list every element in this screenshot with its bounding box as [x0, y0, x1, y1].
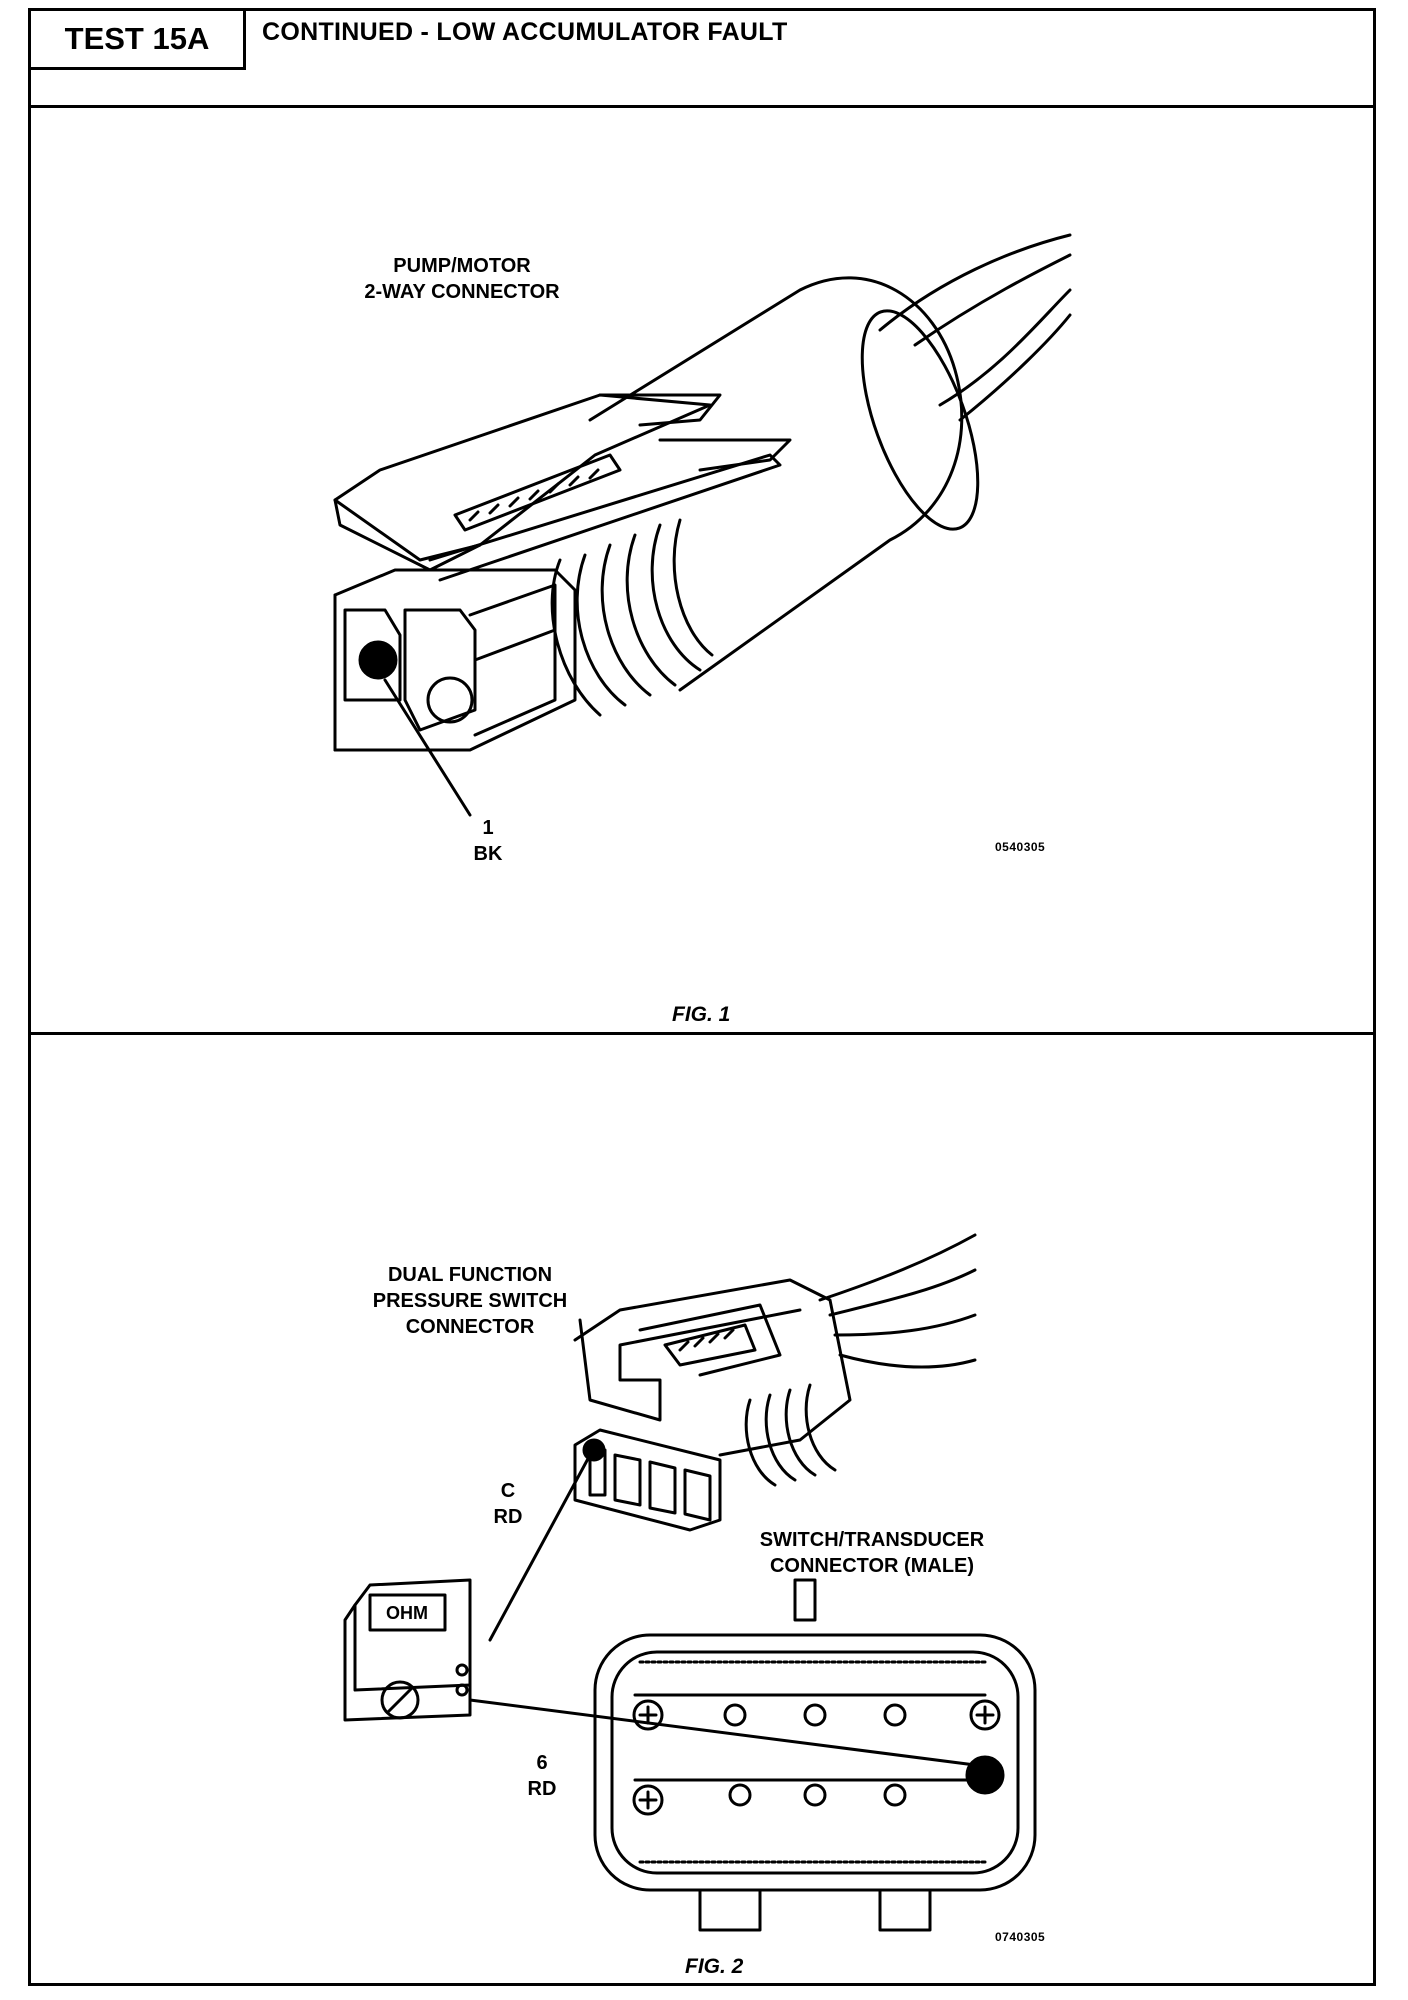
- pressure-switch-connector-label: DUAL FUNCTION PRESSURE SWITCH CONNECTOR: [340, 1262, 600, 1340]
- meter-display: OHM: [386, 1603, 428, 1623]
- pin-1-callout: 1 BK: [468, 815, 508, 867]
- pin-6-number: 6: [536, 1752, 548, 1774]
- pin-c-wire-color: RD: [493, 1506, 523, 1528]
- pressure-switch-connector-drawing: [488, 1233, 977, 1642]
- pump-motor-label-line1: PUMP/MOTOR: [393, 255, 531, 277]
- ohmmeter-drawing: [343, 1578, 977, 1767]
- transducer-connector-label: SWITCH/TRANSDUCER CONNECTOR (MALE): [732, 1527, 1012, 1579]
- transducer-label-line2: CONNECTOR (MALE): [769, 1555, 975, 1577]
- pin-1-wire-color: BK: [473, 843, 503, 865]
- pressure-switch-label-line3: CONNECTOR: [405, 1316, 535, 1338]
- figure-divider: [28, 1032, 1376, 1035]
- figure2-caption: FIG. 2: [685, 1955, 744, 1978]
- figure1-caption: FIG. 1: [672, 1003, 731, 1026]
- figure1-image-code: 0540305: [995, 840, 1046, 854]
- pin-6-wire-color: RD: [527, 1778, 557, 1800]
- pump-motor-label-line2: 2-WAY CONNECTOR: [364, 281, 560, 303]
- pressure-switch-label-line1: DUAL FUNCTION: [387, 1264, 553, 1286]
- transducer-connector-drawing: [593, 1578, 1037, 1932]
- pin-6-callout: 6 RD: [522, 1750, 562, 1802]
- figure2-image-code: 0740305: [995, 1930, 1046, 1944]
- pump-motor-connector-label: PUMP/MOTOR 2-WAY CONNECTOR: [332, 253, 592, 305]
- test-id: TEST 15A: [64, 21, 210, 56]
- pin-c-callout: C RD: [488, 1478, 528, 1530]
- pressure-switch-label-line2: PRESSURE SWITCH: [372, 1290, 568, 1312]
- header-title: CONTINUED - LOW ACCUMULATOR FAULT: [262, 18, 788, 46]
- transducer-label-line1: SWITCH/TRANSDUCER: [759, 1529, 985, 1551]
- pin-1-number: 1: [482, 817, 494, 839]
- test-id-box: TEST 15A: [28, 8, 246, 70]
- pump-motor-connector-drawing: [333, 233, 1072, 817]
- pin-c-letter: C: [500, 1480, 516, 1502]
